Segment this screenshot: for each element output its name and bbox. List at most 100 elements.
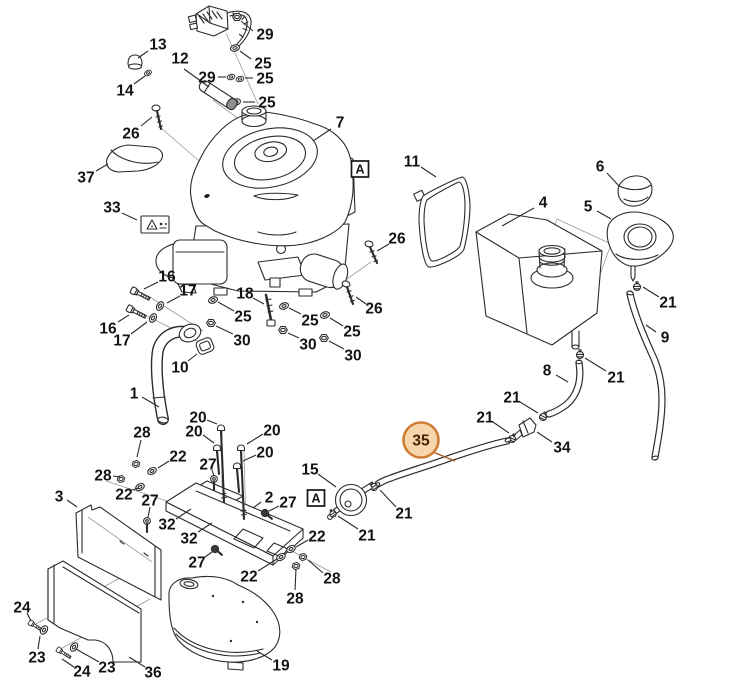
leader-line [95,163,109,172]
leader-line [128,656,146,668]
callout-label: 25 [301,313,319,330]
callout-label: 25 [343,324,361,341]
clip-21-spigot [575,349,585,360]
tank-cap-6 [617,175,653,207]
leader-line [130,321,148,335]
screws-27 [143,475,273,556]
callout-label: 21 [503,390,521,407]
callout-label: 26 [122,126,140,143]
callout-label: 28 [94,468,112,485]
callout-label: 30 [233,333,250,350]
callout-label: 24 [13,600,31,617]
heat-shield-36 [47,560,142,663]
section-marker-box: A [306,489,326,507]
callout-label: 22 [115,487,132,504]
leader-line [288,307,302,315]
callout-label: 13 [149,37,167,54]
leader-line [239,50,252,60]
leader-line [143,281,159,290]
marker-label: A [355,163,364,177]
callout-label: 17 [113,333,130,350]
tank-filler-neck [530,244,574,289]
callout-label: 29 [198,70,216,87]
fuel-tank-4 [475,213,603,350]
callout-label: 3 [55,489,64,506]
leader-line [147,506,151,518]
leader-line [242,454,257,462]
callout-label: 25 [234,309,252,326]
callout-label: 14 [116,83,134,100]
leader-line [355,296,367,305]
callout-label: 21 [395,506,413,523]
callout-label: 19 [272,658,290,675]
leader-line [175,508,192,520]
hose-8 [545,359,584,418]
callout-label: 24 [73,664,91,681]
callout-label: 26 [388,231,406,248]
leader-line [606,172,620,187]
callout-label: 17 [179,283,196,300]
leader-line [642,286,660,298]
vent-tube-9 [626,290,666,461]
leader-line [166,295,181,304]
leader-line [133,75,146,85]
tank-bracket-5 [606,211,674,282]
leader-line [202,434,215,444]
callout-label: 5 [584,199,593,216]
callout-label: 32 [158,517,175,534]
leader-line [268,505,280,512]
leader-line [183,68,210,88]
callout-label: 30 [299,337,316,354]
leader-line [157,460,170,469]
leader-line [307,559,324,574]
leader-line [112,475,121,478]
leader-line [187,353,198,362]
callout-label: 33 [103,200,121,217]
leader-line [312,128,332,142]
warning-sticker-33 [140,215,170,234]
leader-line [519,401,539,414]
marker-box [350,160,370,178]
callout-label: 16 [158,269,176,286]
leader-line [432,451,456,462]
callout-label: 2 [265,490,274,507]
callout-label: 20 [189,410,206,427]
fastener-column-top [226,12,245,107]
callout-label: 23 [98,660,116,677]
leader-line [295,539,309,548]
highlighted-callout-35[interactable]: 35 [402,421,456,462]
leader-line [215,325,234,335]
leader-line [256,650,273,661]
leader-line [376,243,390,252]
callout-label: 28 [286,591,304,608]
engine-mount-fasteners [125,286,331,343]
exhaust-tube-1 [150,323,202,425]
leader-line [329,317,344,327]
nuts-28-lower [290,552,309,571]
callout-label: 28 [133,425,151,442]
section-marker-box: A [350,160,370,178]
callout-label: 4 [539,195,548,212]
callout-label: 11 [404,154,421,171]
callout-label: 21 [607,370,625,387]
leader-line [337,515,359,530]
leader-line [117,314,130,323]
leader-line [136,439,142,458]
highlight-circle [402,421,440,459]
callout-label: 22 [240,569,257,586]
callout-label: 20 [263,423,280,440]
callout-label: 26 [365,301,383,318]
callout-label: 27 [141,493,158,510]
washer-14 [143,68,153,78]
callout-label: 10 [171,360,188,377]
marker-label: A [311,492,320,506]
callout-label: 23 [28,650,46,667]
fuel-hose-35 [373,437,512,488]
heat-shield-3 [75,504,162,601]
leader-line [75,648,100,663]
leader-line [37,635,41,650]
callout-label: 29 [256,27,274,44]
leader-line [420,166,437,178]
